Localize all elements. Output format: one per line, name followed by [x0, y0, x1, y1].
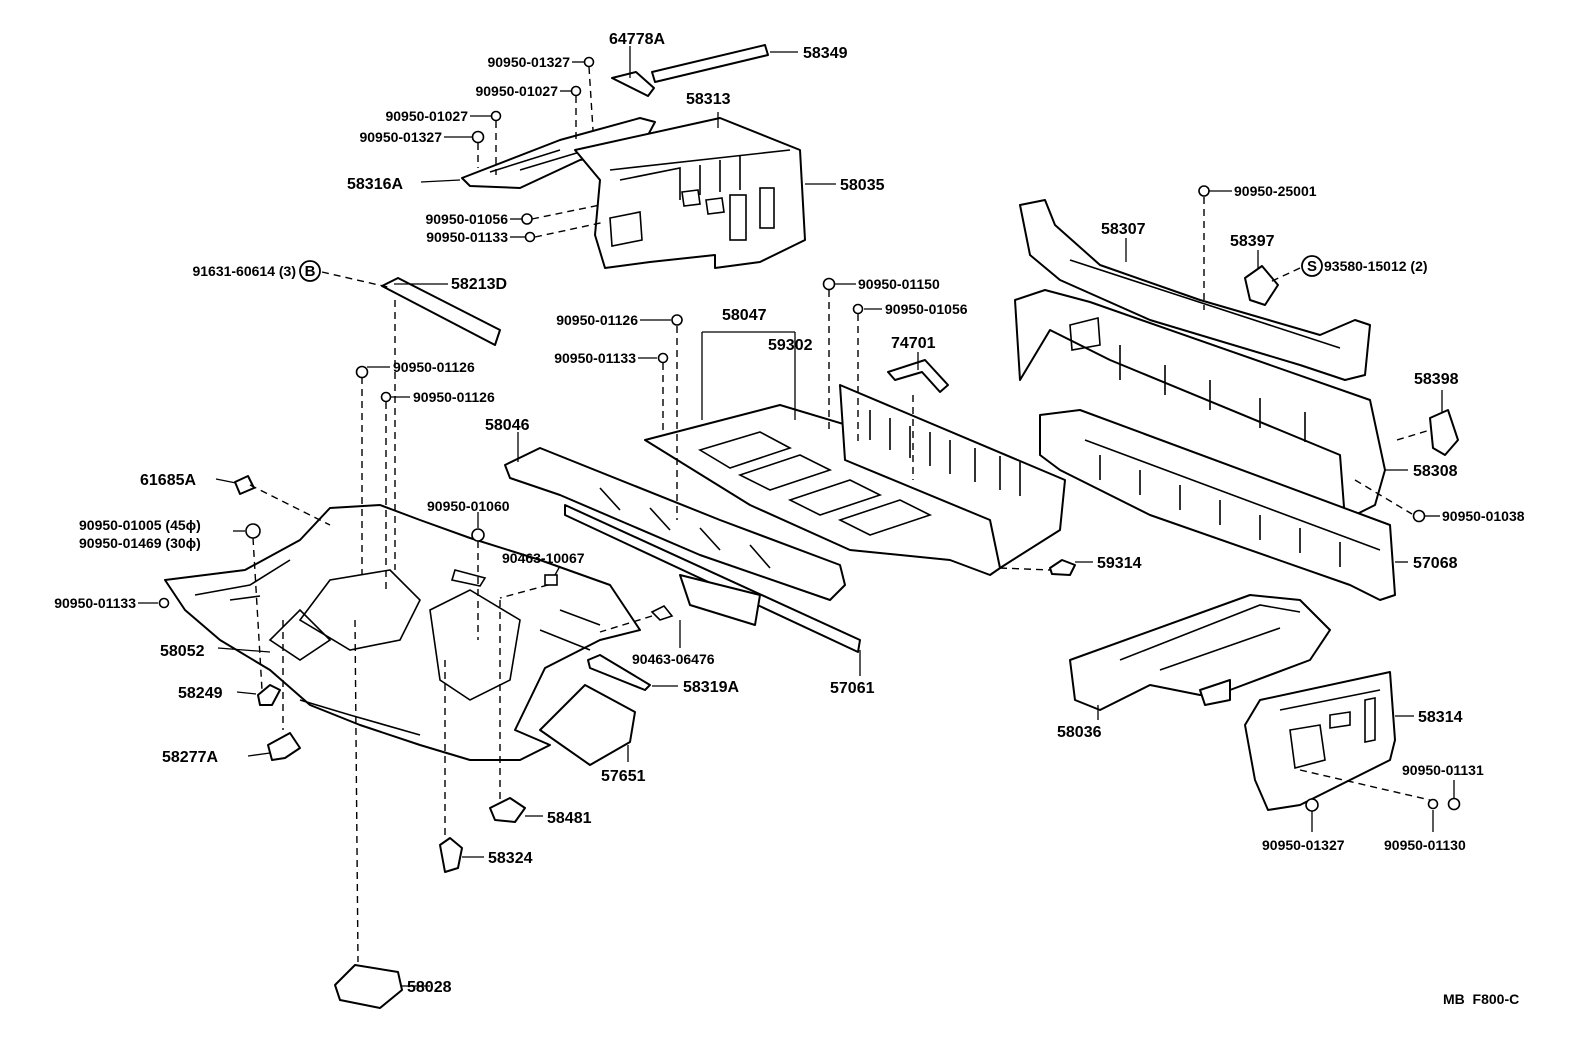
hook-74701 — [887, 359, 949, 393]
symbol-s-marker: S — [1301, 255, 1323, 277]
label-90950-25001: 90950-25001 — [1234, 183, 1317, 199]
label-74701: 74701 — [891, 335, 936, 352]
label-58213d: 58213D — [451, 276, 507, 293]
label-58319a: 58319A — [683, 679, 739, 696]
label-58481: 58481 — [547, 810, 592, 827]
label-90463-10067: 90463-10067 — [502, 550, 585, 566]
label-90950-01130: 90950-01130 — [1384, 837, 1466, 853]
label-90950-01133-b: 90950-01133 — [554, 350, 636, 366]
part-57651 — [539, 684, 636, 766]
label-90950-01056-b: 90950-01056 — [885, 301, 968, 317]
label-90950-01126-a: 90950-01126 — [393, 359, 475, 375]
part-61685a — [234, 475, 255, 495]
label-90950-01469: 90950-01469 (30ϕ) — [79, 535, 201, 551]
fastener-labels: 90950-01327 90950-01027 90950-01027 9095… — [54, 54, 1525, 853]
dashed-connectors — [249, 66, 1431, 963]
label-59302: 59302 — [768, 337, 813, 354]
bolt-markers — [158, 56, 1461, 812]
label-90950-01005: 90950-01005 (45ϕ) — [79, 517, 201, 533]
part-58324 — [439, 837, 463, 873]
label-58249: 58249 — [178, 685, 223, 702]
label-93580-15012: 93580-15012 (2) — [1324, 258, 1428, 274]
part-58028 — [334, 964, 403, 1009]
label-58316a: 58316A — [347, 176, 403, 193]
label-58313: 58313 — [686, 91, 731, 108]
label-58035: 58035 — [840, 177, 885, 194]
label-57061: 57061 — [830, 680, 875, 697]
label-90950-01131: 90950-01131 — [1402, 762, 1484, 778]
label-91631-60614: 91631-60614 (3) — [192, 263, 296, 279]
label-58052: 58052 — [160, 643, 205, 660]
label-57068: 57068 — [1413, 555, 1458, 572]
crossmember-58046 — [504, 447, 861, 653]
label-58349: 58349 — [803, 45, 848, 62]
label-90950-01056-a: 90950-01056 — [425, 211, 508, 227]
label-90950-01126-b: 90950-01126 — [413, 389, 495, 405]
diagram-code: MB F800-C — [1443, 991, 1519, 1007]
symbol-b-text: B — [305, 263, 316, 280]
label-90463-06476: 90463-06476 — [632, 651, 715, 667]
floor-pan-58052 — [164, 504, 641, 761]
rear-floor-58047 — [644, 384, 1066, 576]
rear-seat-pan-assembly — [461, 44, 806, 269]
bracket-58314 — [1244, 671, 1396, 811]
leader-lines — [138, 46, 1455, 987]
label-90950-01133-a: 90950-01133 — [426, 229, 508, 245]
label-58028: 58028 — [407, 979, 452, 996]
label-58046: 58046 — [485, 417, 530, 434]
label-58307: 58307 — [1101, 221, 1146, 238]
label-61685a: 61685A — [140, 472, 196, 489]
label-90950-01126-c: 90950-01126 — [556, 312, 638, 328]
label-64778a: 64778A — [609, 31, 665, 48]
label-90950-01150: 90950-01150 — [858, 276, 940, 292]
label-90950-01060: 90950-01060 — [427, 498, 510, 514]
label-90950-01038: 90950-01038 — [1442, 508, 1525, 524]
part-58481 — [489, 797, 526, 823]
label-90950-01327-b: 90950-01327 — [359, 129, 442, 145]
label-59314: 59314 — [1097, 555, 1142, 572]
bar-58213d — [381, 277, 501, 346]
part-58249 — [257, 684, 281, 706]
label-58308: 58308 — [1413, 463, 1458, 480]
part-58277a — [267, 732, 301, 761]
clip-59314 — [1049, 559, 1076, 576]
label-58398: 58398 — [1414, 371, 1459, 388]
symbol-s-text: S — [1307, 258, 1317, 275]
label-58314: 58314 — [1418, 709, 1463, 726]
part-58319a — [587, 654, 651, 691]
symbol-b-marker: B — [299, 260, 321, 282]
label-90950-01027-a: 90950-01027 — [475, 83, 558, 99]
label-58277a: 58277A — [162, 749, 218, 766]
label-58047: 58047 — [722, 307, 767, 324]
label-90950-01133-c: 90950-01133 — [54, 595, 136, 611]
label-90950-01327-c: 90950-01327 — [1262, 837, 1345, 853]
label-58036: 58036 — [1057, 724, 1102, 741]
label-58324: 58324 — [488, 850, 533, 867]
label-90950-01027-b: 90950-01027 — [385, 108, 468, 124]
part-labels: 64778A 58349 58313 58316A 58035 58213D 5… — [140, 31, 1463, 996]
label-58397: 58397 — [1230, 233, 1275, 250]
extension-58036 — [1069, 594, 1331, 711]
label-90950-01327-top: 90950-01327 — [487, 54, 570, 70]
label-57651: 57651 — [601, 768, 646, 785]
rear-panel-assembly — [1014, 199, 1459, 601]
